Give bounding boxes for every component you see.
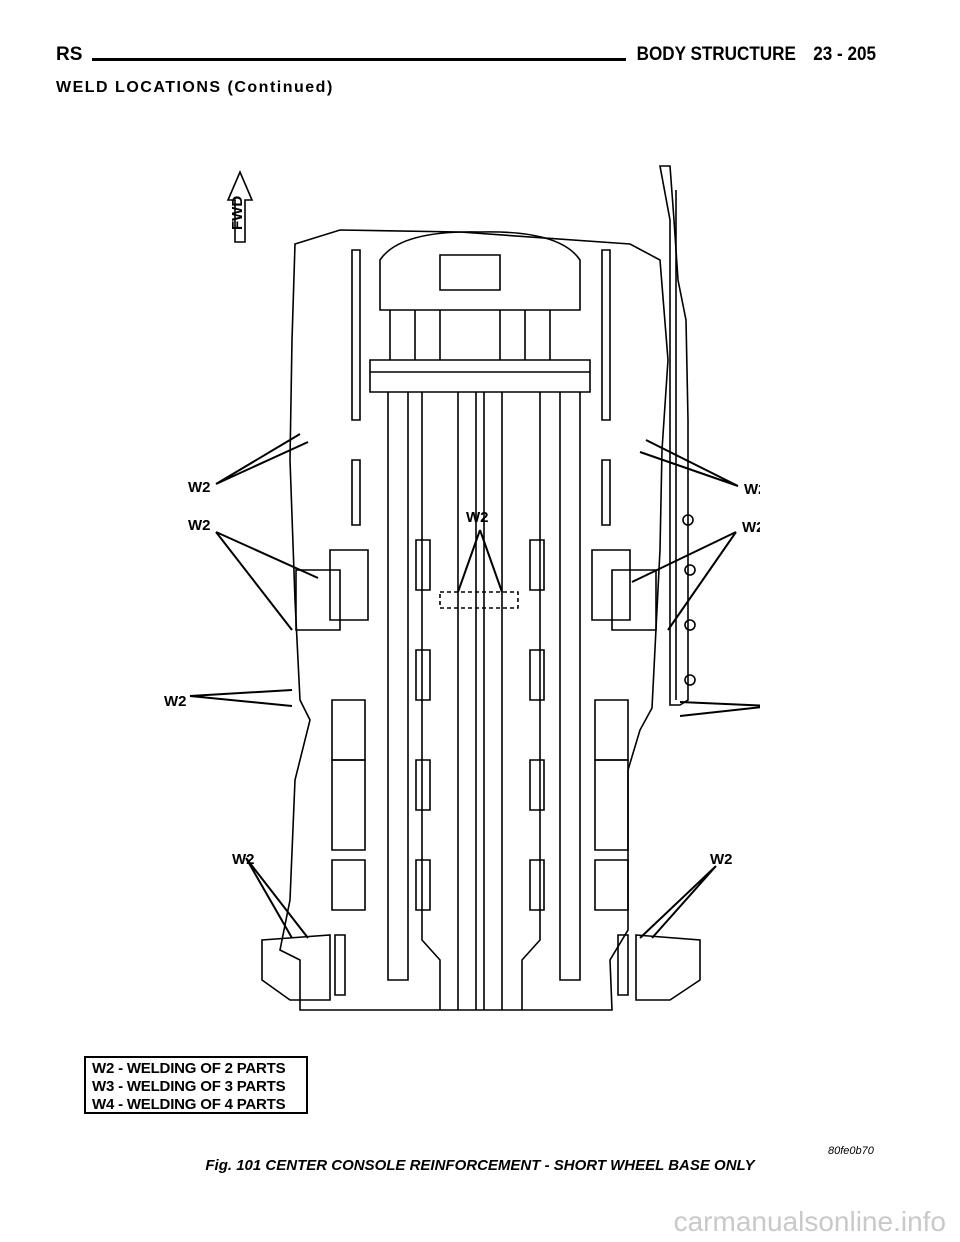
w2-callout: W2 — [742, 519, 760, 536]
header-right: BODY STRUCTURE 23 - 205 — [624, 44, 876, 66]
w2-callout: W2 — [188, 479, 211, 496]
header-manual-code: RS — [56, 44, 83, 65]
page-header: RS BODY STRUCTURE 23 - 205 — [56, 44, 876, 74]
w2-callout: W2 — [232, 851, 255, 868]
legend-item-w2: W2 - WELDING OF 2 PARTS — [92, 1060, 286, 1077]
header-rule — [92, 58, 626, 61]
w2-callout: W2 — [188, 517, 211, 534]
header-page-number: 23 - 205 — [813, 44, 876, 65]
figure-caption: Fig. 101 CENTER CONSOLE REINFORCEMENT - … — [205, 1157, 755, 1174]
header-section: BODY STRUCTURE — [636, 44, 796, 65]
w2-callout: W2 — [710, 851, 733, 868]
figure-code: 80fe0b70 — [828, 1145, 874, 1157]
watermark: carmanualsonline.info — [673, 1206, 946, 1237]
w2-callout: W2 — [164, 693, 187, 710]
w2-callout: W2 — [744, 481, 760, 498]
weld-location-figure: FWD W2 W2 W2 W2 W2 W2 W2 W2 W2 — [140, 160, 803, 1040]
section-title: WELD LOCATIONS (Continued) — [56, 79, 334, 96]
w2-callout: W2 — [466, 509, 489, 526]
legend-item-w4: W4 - WELDING OF 4 PARTS — [92, 1096, 286, 1113]
floor-pan-outline — [279, 229, 669, 1011]
weld-legend: W2 - WELDING OF 2 PARTS W3 - WELDING OF … — [84, 1056, 308, 1114]
underbody-diagram: FWD W2 W2 W2 W2 W2 W2 W2 W2 W2 — [164, 165, 803, 1011]
fwd-label: FWD — [229, 196, 246, 230]
fwd-arrow-icon — [226, 169, 254, 243]
legend-item-w3: W3 - WELDING OF 3 PARTS — [92, 1078, 286, 1095]
